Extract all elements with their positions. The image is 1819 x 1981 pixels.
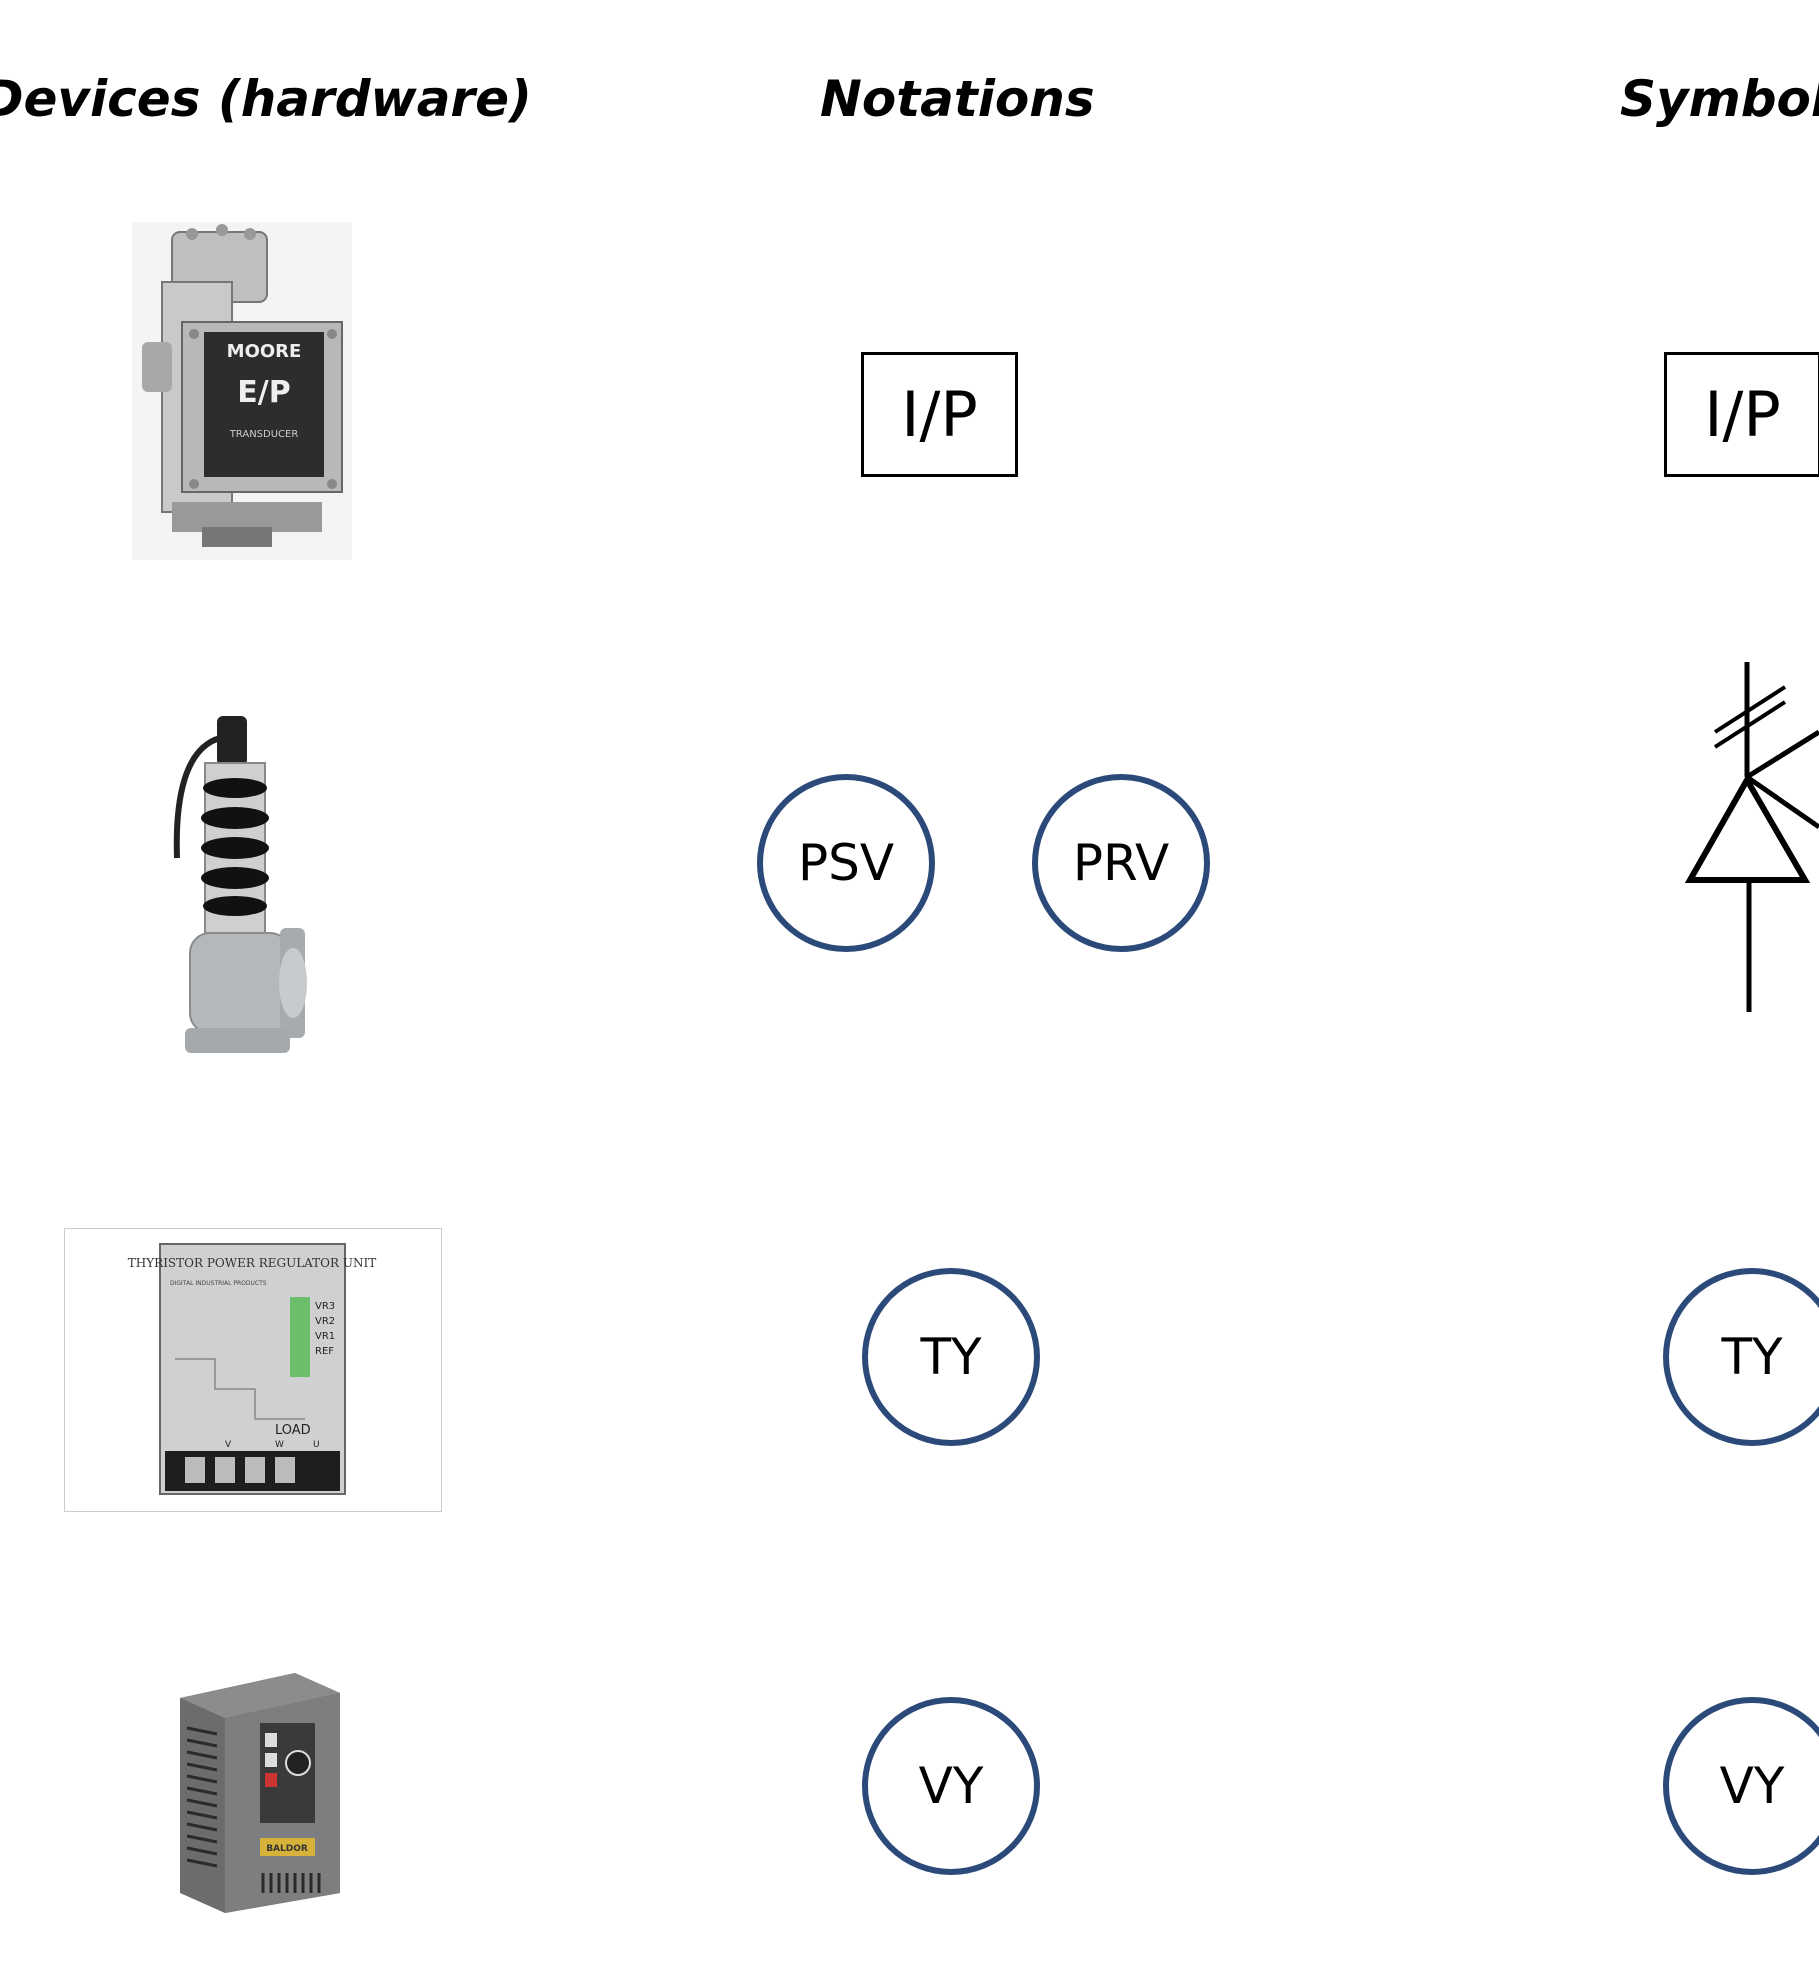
devices-column-header: Devices (hardware) bbox=[0, 70, 532, 128]
thyristor-power-regulator-photo: THYRISTOR POWER REGULATOR UNIT DIGITAL I… bbox=[128, 1243, 376, 1495]
device-terminal-v: V bbox=[225, 1440, 232, 1450]
device-title-text: THYRISTOR POWER REGULATOR UNIT bbox=[128, 1256, 376, 1270]
device-terminal-w: W bbox=[275, 1440, 284, 1450]
device-vr3-label: VR3 bbox=[315, 1301, 335, 1312]
notation-vy-circle: VY bbox=[862, 1697, 1040, 1875]
symbol-i-p-box: I/P bbox=[1664, 352, 1819, 477]
notation-psv-circle: PSV bbox=[757, 774, 935, 952]
symbol-ty-circle: TY bbox=[1663, 1268, 1819, 1446]
notations-column-header: Notations bbox=[820, 70, 1095, 128]
device-vr2-label: VR2 bbox=[315, 1316, 335, 1327]
device-label-text: TRANSDUCER bbox=[229, 429, 299, 440]
symbol-vy-circle: VY bbox=[1663, 1697, 1819, 1875]
device-subtitle-text: DIGITAL INDUSTRIAL PRODUCTS bbox=[170, 1280, 267, 1287]
i-p-transducer-photo: MOORE E/P TRANSDUCER bbox=[132, 222, 352, 560]
notation-prv-circle: PRV bbox=[1032, 774, 1210, 952]
pressure-safety-valve-photo bbox=[173, 716, 307, 1053]
device-mark-text: E/P bbox=[237, 375, 290, 410]
device-terminal-u: U bbox=[313, 1440, 320, 1450]
notation-ty-circle: TY bbox=[862, 1268, 1040, 1446]
relief-valve-symbol bbox=[1685, 662, 1819, 1012]
device-logo-text: MOORE bbox=[227, 341, 302, 362]
notation-i-p-box: I/P bbox=[861, 352, 1018, 477]
device-brand-text: BALDOR bbox=[266, 1844, 308, 1854]
thyristor-power-regulator-frame: THYRISTOR POWER REGULATOR UNIT DIGITAL I… bbox=[64, 1228, 442, 1512]
device-vr1-label: VR1 bbox=[315, 1331, 335, 1342]
variable-frequency-drive-photo: BALDOR bbox=[180, 1673, 340, 1913]
device-ref-label: REF bbox=[315, 1346, 334, 1357]
symbols-column-header: Symbols bbox=[1620, 70, 1819, 128]
device-load-label: LOAD bbox=[275, 1423, 311, 1438]
